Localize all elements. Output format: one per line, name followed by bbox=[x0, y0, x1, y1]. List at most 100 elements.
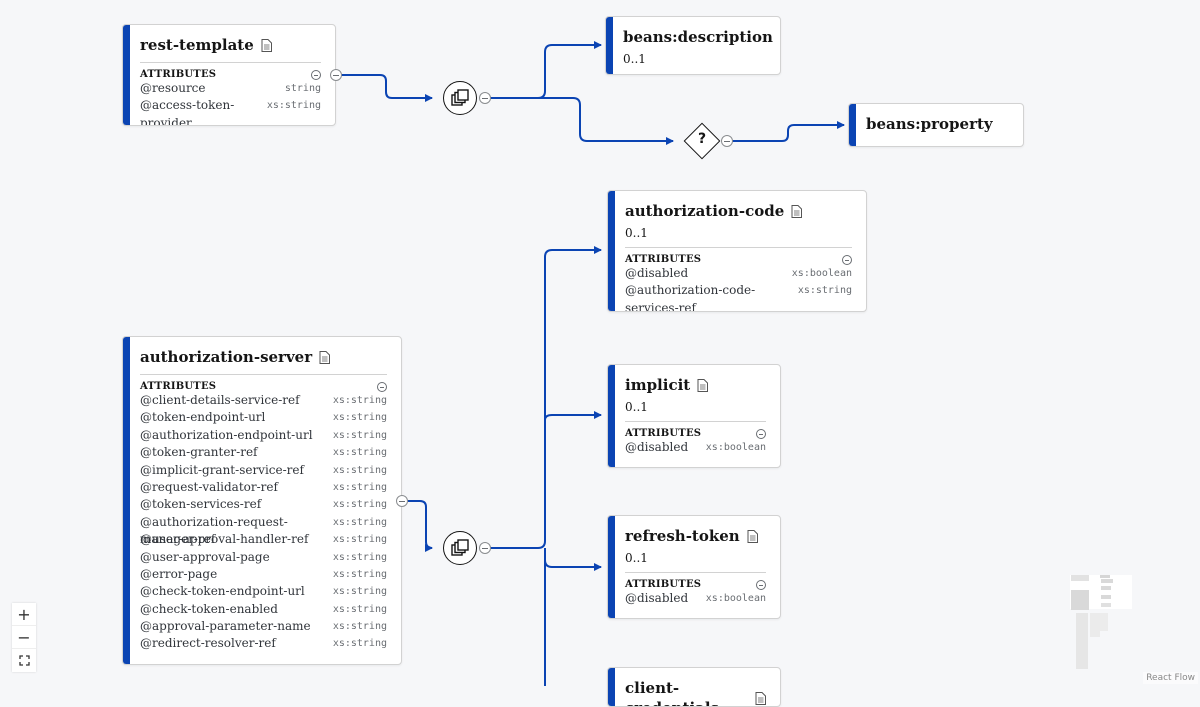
attribute-name: @check-token-enabled bbox=[140, 601, 278, 616]
attribute-name: @disabled bbox=[625, 266, 689, 280]
node-beans-property[interactable]: beans:property bbox=[848, 103, 1024, 147]
cardinality: 0..1 bbox=[625, 400, 648, 414]
attribute-type: xs:string bbox=[332, 534, 387, 546]
attribute-row: @check-token-endpoint-url xs:string bbox=[140, 583, 387, 600]
attribute-name: @user-approval-handler-ref bbox=[140, 532, 309, 547]
attribute-type: xs:boolean bbox=[705, 593, 766, 604]
document-icon[interactable] bbox=[755, 691, 766, 705]
react-flow-attribution[interactable]: React Flow bbox=[1143, 672, 1198, 684]
cardinality: 0..1 bbox=[623, 52, 646, 66]
attribute-name: @request-validator-ref bbox=[140, 479, 278, 494]
zoom-in-button[interactable]: + bbox=[12, 603, 36, 626]
attribute-type: xs:boolean bbox=[705, 442, 766, 453]
attribute-row: @token-services-ref xs:string bbox=[140, 496, 387, 513]
collapse-choice-handle[interactable] bbox=[721, 135, 733, 147]
attribute-name: @approval-parameter-name bbox=[140, 619, 311, 634]
edge-seq1-choice bbox=[490, 97, 674, 145]
attribute-type: xs:string bbox=[332, 447, 387, 459]
attribute-type: xs:string bbox=[332, 586, 387, 598]
attribute-type: xs:string bbox=[266, 100, 321, 112]
attributes-label: ATTRIBUTES bbox=[625, 254, 702, 265]
cardinality: 0..1 bbox=[625, 226, 648, 240]
attribute-type: xs:string bbox=[332, 621, 387, 633]
document-icon[interactable] bbox=[319, 350, 331, 364]
collapse-sequence-handle[interactable] bbox=[479, 92, 491, 104]
document-icon[interactable] bbox=[697, 378, 709, 392]
sequence-icon[interactable] bbox=[443, 81, 477, 115]
edge-seq2-refresh bbox=[544, 559, 602, 571]
node-title: client-credentials bbox=[625, 678, 766, 706]
attribute-name: @authorization-endpoint-url bbox=[140, 427, 313, 442]
collapse-children-handle[interactable] bbox=[396, 495, 408, 507]
node-accent-bar bbox=[123, 337, 130, 664]
node-title-text: authorization-code bbox=[625, 202, 785, 220]
attribute-name: @authorization-code-services-ref bbox=[625, 283, 756, 312]
collapse-attributes-icon[interactable] bbox=[311, 69, 321, 80]
collapse-attributes-icon[interactable] bbox=[756, 579, 766, 590]
attribute-name: @client-details-service-ref bbox=[140, 393, 300, 407]
collapse-attributes-icon[interactable] bbox=[842, 254, 852, 265]
fit-view-button[interactable] bbox=[12, 649, 36, 672]
attribute-type: xs:string bbox=[332, 638, 387, 650]
node-client-credentials[interactable]: client-credentials bbox=[607, 667, 781, 707]
attributes-list: @disabled xs:boolean bbox=[625, 439, 766, 456]
attribute-name: @token-endpoint-url bbox=[140, 410, 266, 425]
attributes-header: ATTRIBUTES bbox=[625, 247, 852, 265]
attribute-type: xs:string bbox=[332, 429, 387, 441]
collapse-children-handle[interactable] bbox=[330, 69, 342, 81]
node-title-text: beans:property bbox=[866, 115, 993, 133]
minimap[interactable] bbox=[1016, 571, 1188, 671]
node-authorization-server[interactable]: authorization-server ATTRIBUTES @client-… bbox=[122, 336, 402, 665]
collapse-attributes-icon[interactable] bbox=[377, 381, 387, 392]
attribute-name: @check-token-endpoint-url bbox=[140, 584, 305, 599]
document-icon[interactable] bbox=[747, 529, 758, 543]
attributes-header: ATTRIBUTES bbox=[140, 374, 387, 392]
attribute-name: @authorization-request-manager-ref bbox=[140, 514, 288, 547]
attribute-type: xs:string bbox=[332, 516, 387, 528]
edge-rest-template-seq bbox=[341, 74, 433, 102]
edge-seq2-implicit bbox=[544, 411, 602, 421]
attributes-label: ATTRIBUTES bbox=[140, 69, 217, 80]
node-title: rest-template bbox=[140, 35, 321, 55]
attribute-row: @disabled xs:boolean bbox=[625, 439, 766, 456]
attribute-row: @request-validator-ref xs:string bbox=[140, 479, 387, 496]
attribute-row: @approval-parameter-name xs:string bbox=[140, 618, 387, 635]
node-title: implicit bbox=[625, 375, 766, 395]
attribute-name: @implicit-grant-service-ref bbox=[140, 462, 304, 477]
collapse-attributes-icon[interactable] bbox=[756, 428, 766, 439]
attribute-name: @token-services-ref bbox=[140, 497, 262, 512]
edge-choice-property bbox=[732, 121, 845, 142]
node-authorization-code[interactable]: authorization-code 0..1 ATTRIBUTES @disa… bbox=[607, 190, 867, 312]
node-beans-description[interactable]: beans:description 0..1 bbox=[605, 16, 781, 75]
edge-seq2-authcode bbox=[490, 246, 602, 549]
node-title-text: implicit bbox=[625, 376, 691, 394]
attribute-type: xs:string bbox=[332, 499, 387, 511]
edge-authserver-seq bbox=[408, 500, 433, 552]
node-title-text: authorization-server bbox=[140, 348, 313, 366]
sequence-icon[interactable] bbox=[443, 531, 477, 565]
node-title-text: refresh-token bbox=[625, 527, 740, 545]
document-icon[interactable] bbox=[791, 204, 803, 218]
zoom-out-button[interactable]: − bbox=[12, 626, 36, 649]
attribute-name: @disabled bbox=[625, 440, 689, 454]
collapse-sequence-handle[interactable] bbox=[479, 542, 491, 554]
attribute-name: @resource bbox=[140, 81, 206, 95]
node-title: authorization-code bbox=[625, 201, 852, 221]
attribute-type: xs:string bbox=[332, 481, 387, 493]
document-icon[interactable] bbox=[261, 38, 272, 52]
